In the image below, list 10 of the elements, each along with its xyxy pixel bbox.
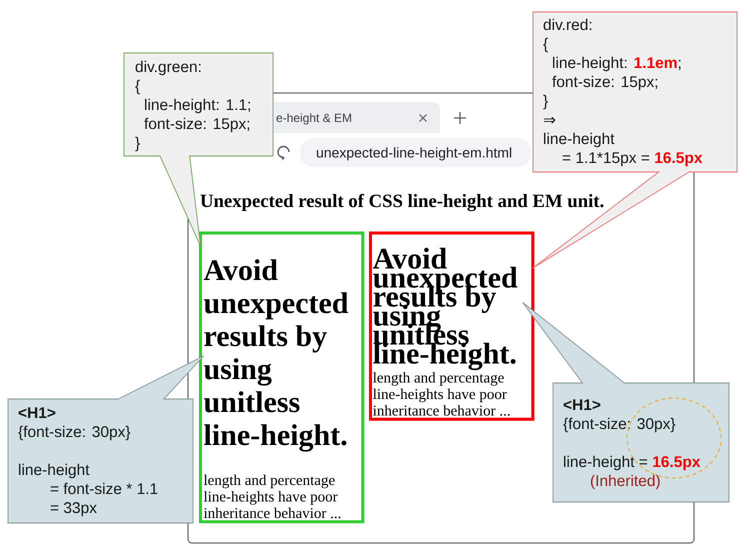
address-bar: unexpected-line-height-em.html [300, 138, 531, 167]
page-heading: Unexpected result of CSS line-height and EM unit. [200, 194, 604, 212]
callout-box: div.green: { line-height: 1.1; font-size: 15px; } [124, 52, 274, 156]
callout-pointer [116, 356, 204, 400]
heading-text: Avoid unexpected results by using unitless line-height. [204, 259, 348, 452]
callout-pointer [159, 154, 201, 246]
heading-text: Avoid unexpected results by using unitless line-height. [373, 248, 518, 370]
callout-pointer [522, 302, 626, 384]
browser-tab: e-height & EM [270, 102, 440, 133]
callout-pointer [532, 170, 691, 268]
